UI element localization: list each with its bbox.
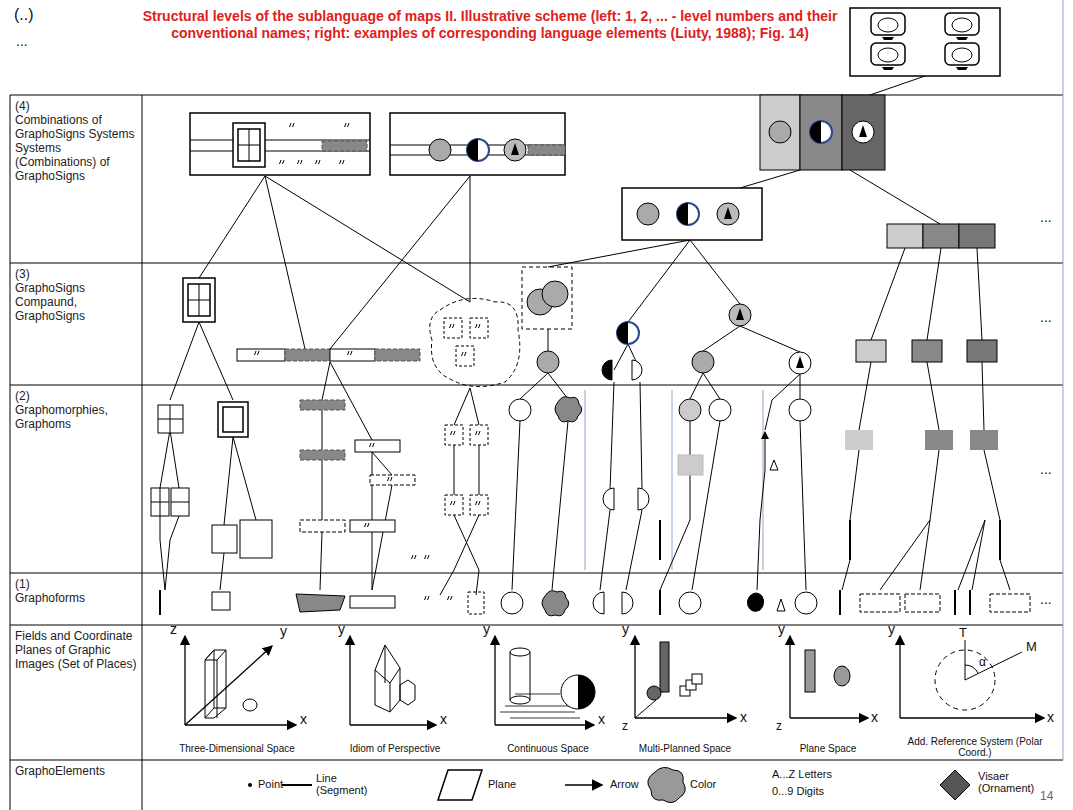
- label-text: y: [280, 624, 287, 639]
- label-text: y: [888, 622, 895, 637]
- label-text: Visaer (Ornament): [978, 770, 1048, 794]
- label-text: ...: [1040, 462, 1052, 477]
- label-text: ...: [1040, 592, 1052, 607]
- level-band: (3)GraphoSigns Compaund, GraphoSigns: [10, 263, 142, 385]
- label-text: Add. Reference System (Polar Coord.): [895, 736, 1055, 758]
- label-text: x: [440, 712, 447, 727]
- label-text: ...: [1040, 210, 1052, 225]
- level-band: (2)Graphomorphies, Graphoms: [10, 385, 142, 573]
- label-text: y: [483, 622, 490, 637]
- label-text: T: [959, 626, 967, 640]
- level-band: GraphoElements: [10, 760, 142, 810]
- level-name: Graphomorphies, Graphoms: [15, 403, 137, 431]
- label-text: A...Z Letters: [772, 768, 832, 780]
- level-name: (2): [15, 389, 137, 403]
- level-name: (3): [15, 267, 137, 281]
- label-text: x: [740, 710, 747, 725]
- label-text: ...: [16, 34, 28, 49]
- label-text: x: [598, 712, 605, 727]
- label-text: z: [776, 720, 782, 733]
- level-name: GraphoSigns Compaund, GraphoSigns: [15, 281, 137, 323]
- label-text: ...: [1040, 310, 1052, 325]
- label-text: α: [979, 656, 986, 669]
- label-text: y: [778, 622, 785, 637]
- label-text: x: [1047, 710, 1054, 725]
- label-text: x: [300, 712, 307, 727]
- level-name: Graphoforms: [15, 591, 137, 605]
- level-band: (4)Combinations of GraphoSigns Systems S…: [10, 95, 142, 263]
- label-text: M: [1026, 640, 1037, 654]
- label-text: z: [622, 720, 628, 733]
- label-text: Continuous Space: [507, 743, 589, 754]
- label-text: Three-Dimensional Space: [179, 743, 295, 754]
- label-text: (..): [14, 6, 34, 24]
- level-name: (4): [15, 99, 137, 113]
- label-text: Color: [690, 778, 716, 790]
- level-name: (1): [15, 577, 137, 591]
- level-band: (1)Graphoforms: [10, 573, 142, 625]
- level-name: Fields and Coordinate Planes of Graphic …: [15, 629, 137, 671]
- level-name: Combinations of GraphoSigns Systems Syst…: [15, 113, 137, 183]
- label-text: z: [170, 622, 177, 637]
- label-text: y: [622, 622, 629, 637]
- level-band: Fields and Coordinate Planes of Graphic …: [10, 625, 142, 760]
- label-text: Plane: [488, 778, 516, 790]
- label-text: 0...9 Digits: [772, 785, 824, 797]
- label-text: Plane Space: [800, 743, 857, 754]
- label-text: Multi-Planned Space: [639, 743, 731, 754]
- label-text: Arrow: [610, 778, 639, 790]
- title-text: Structural levels of the sublanguage of …: [140, 8, 840, 42]
- label-text: x: [871, 710, 878, 725]
- level-name: GraphoElements: [15, 764, 137, 778]
- label-text: Point: [258, 778, 283, 790]
- label-text: 14: [1040, 790, 1053, 803]
- label-text: Line (Segment): [316, 772, 376, 796]
- label-text: Idiom of Perspective: [350, 743, 441, 754]
- label-text: y: [338, 622, 345, 637]
